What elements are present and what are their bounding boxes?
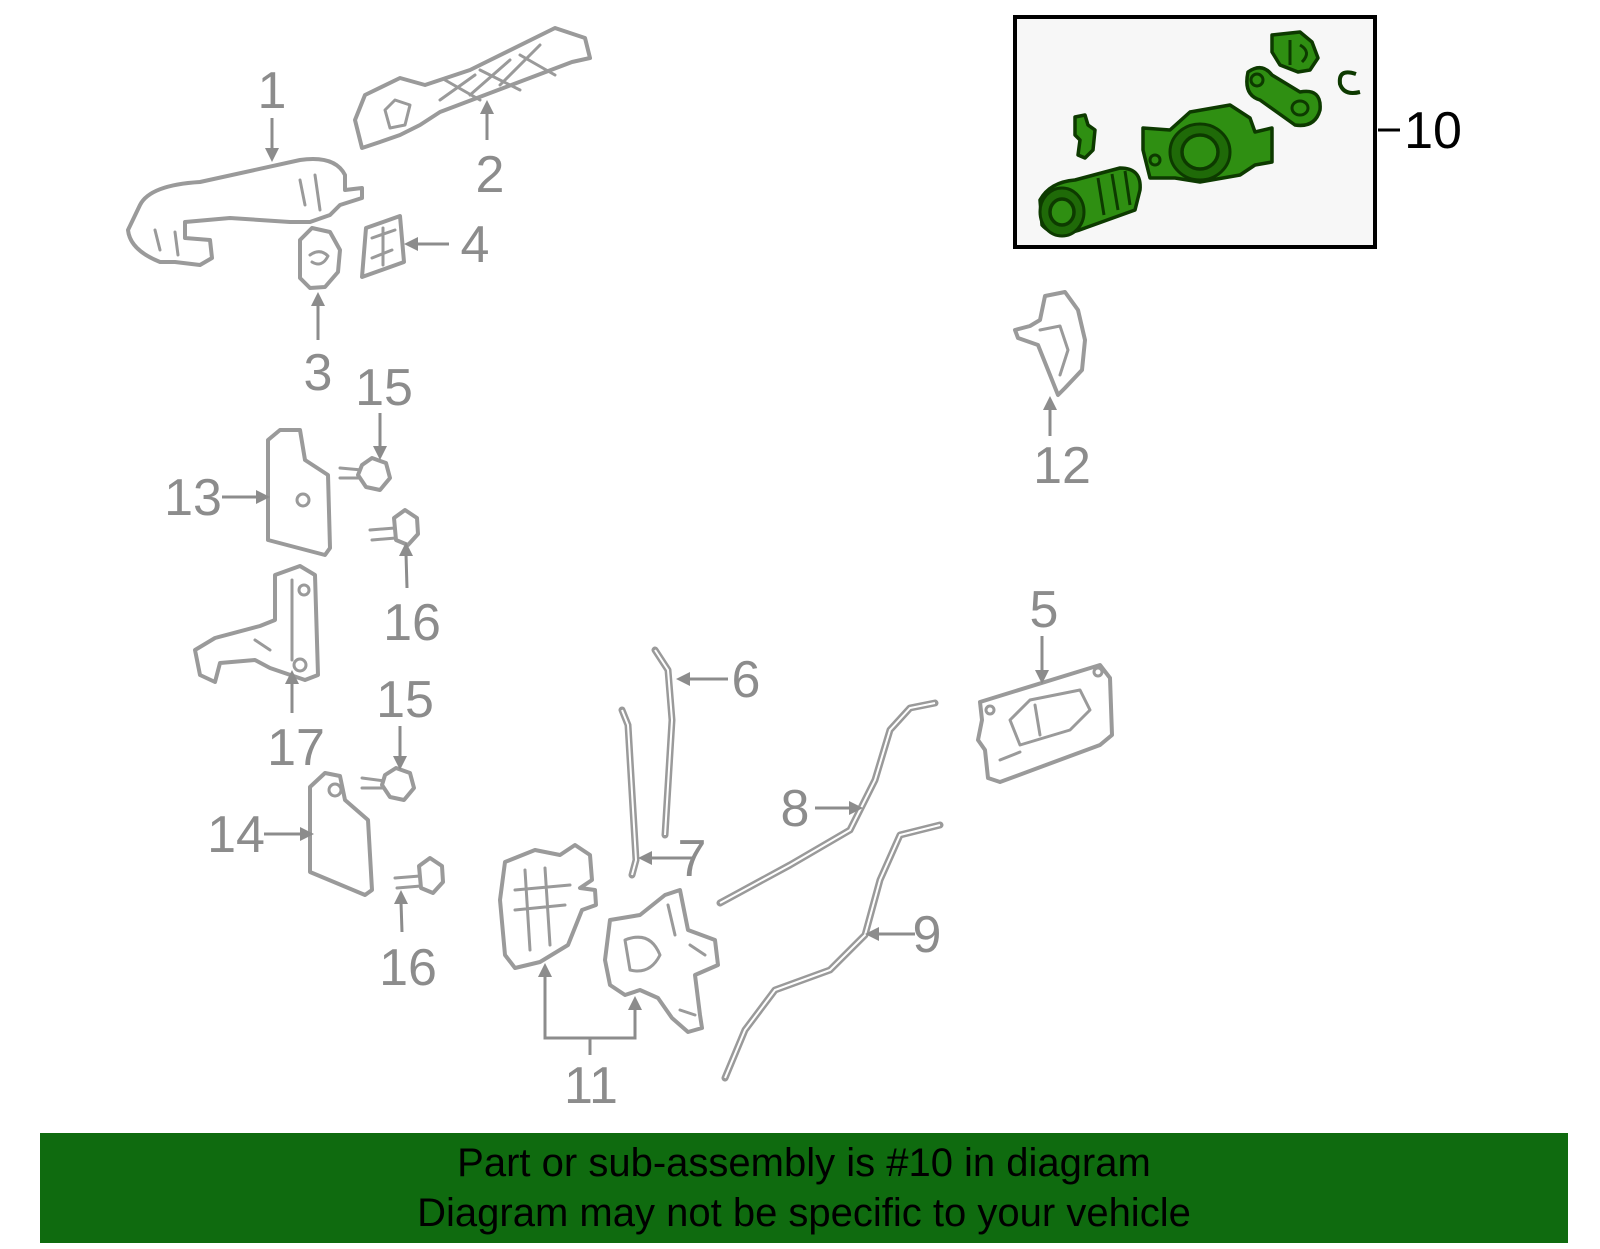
part-11-latch-actuator[interactable] (603, 888, 720, 1034)
callout-labels: 1 2 3 4 5 6 7 8 9 10 11 12 13 14 15 15 1… (164, 62, 1462, 1115)
callout-3: 3 (304, 344, 333, 402)
part-14-hinge-plate[interactable] (308, 771, 374, 897)
part-15-bolt-lower[interactable] (360, 766, 416, 802)
banner-line-1: Part or sub-assembly is #10 in diagram (457, 1141, 1151, 1185)
part-2-handle-bracket[interactable] (353, 26, 592, 150)
callout-11: 11 (564, 1057, 618, 1115)
callout-15-lower: 15 (376, 671, 434, 729)
callout-4: 4 (461, 216, 490, 274)
callout-5: 5 (1030, 581, 1059, 639)
part-16-bolt-lower[interactable] (393, 856, 445, 895)
callout-10: 10 (1404, 102, 1462, 160)
part-5-inside-handle[interactable] (976, 663, 1114, 784)
part-16-bolt-upper[interactable] (368, 508, 420, 547)
part-15-bolt-upper[interactable] (338, 456, 392, 492)
leader-lines (222, 100, 1057, 1055)
callout-16-lower: 16 (379, 939, 437, 997)
callout-17: 17 (267, 719, 325, 777)
callout-1: 1 (258, 62, 287, 120)
part-9-cable[interactable] (721, 821, 944, 1082)
part-8-cable[interactable] (716, 699, 939, 907)
banner-line-2: Diagram may not be specific to your vehi… (417, 1191, 1191, 1235)
callout-16-upper: 16 (383, 594, 441, 652)
info-banner: Part or sub-assembly is #10 in diagram D… (40, 1133, 1568, 1243)
callout-12: 12 (1033, 437, 1091, 495)
part-17-hinge[interactable] (193, 564, 320, 684)
callout-2: 2 (476, 146, 505, 204)
part-11-latch-housing[interactable] (498, 843, 598, 970)
part-3-handle-cap[interactable] (298, 226, 342, 290)
part-1-outside-handle[interactable] (126, 157, 364, 267)
callout-15-upper: 15 (355, 359, 413, 417)
callout-6: 6 (732, 651, 761, 709)
callout-7: 7 (678, 830, 707, 888)
callout-8: 8 (781, 780, 810, 838)
part-4-gasket[interactable] (360, 214, 406, 279)
part-13-hinge-plate[interactable] (266, 428, 332, 557)
part-10-lock-cylinder-kit[interactable] (1038, 30, 1361, 238)
callout-14: 14 (207, 806, 265, 864)
callout-9: 9 (913, 906, 942, 964)
callout-13: 13 (164, 469, 222, 527)
part-12-striker[interactable] (1013, 290, 1087, 397)
